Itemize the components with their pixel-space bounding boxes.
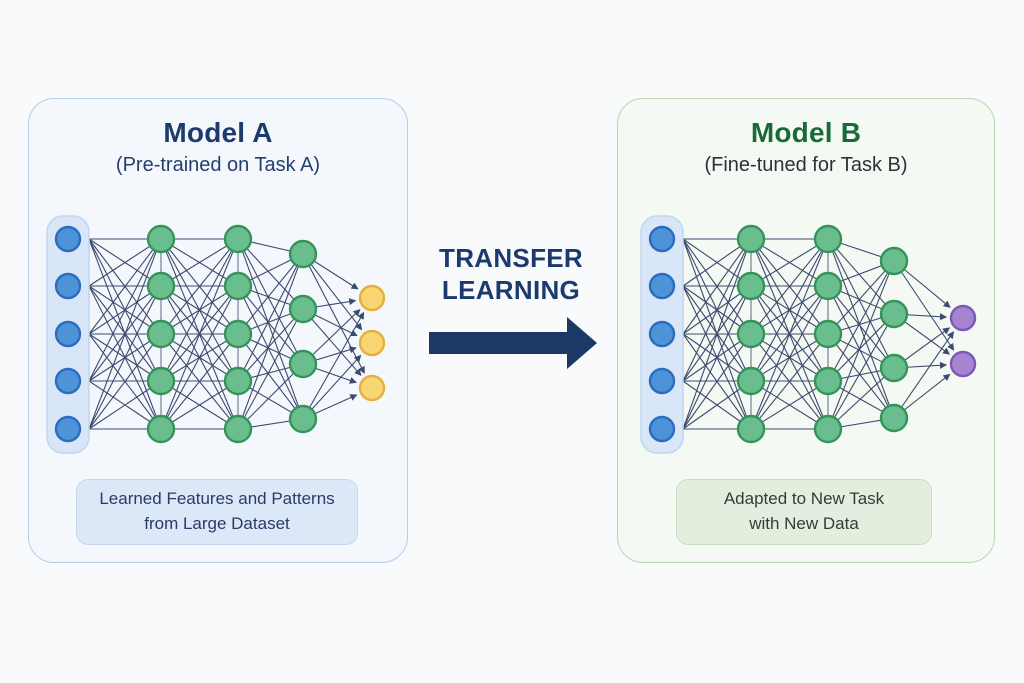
- model-b-title: Model B: [750, 117, 862, 148]
- model-b-neural-network: [640, 215, 977, 454]
- model-a-caption-box: Learned Features and Patterns from Large…: [76, 479, 358, 545]
- model-a-caption-line1: Learned Features and Patterns: [99, 489, 335, 509]
- transfer-learning-label-line1: TRANSFER: [439, 243, 583, 273]
- model-b-caption-line1: Adapted to New Task: [723, 489, 885, 509]
- transfer-learning-label: TRANSFER LEARNING: [420, 242, 602, 306]
- model-a-neural-network: [46, 215, 386, 454]
- model-b-panel: Model B (Fine-tuned for Task B) Adapted …: [617, 98, 995, 563]
- transfer-learning-label-line2: LEARNING: [441, 275, 581, 306]
- model-a-title: Model A: [163, 117, 273, 148]
- model-a-panel: Model A (Pre-trained on Task A) Learned …: [28, 98, 408, 563]
- model-a-subtitle: (Pre-trained on Task A): [115, 154, 321, 176]
- model-b-caption-box: Adapted to New Task with New Data: [676, 479, 932, 545]
- model-b-caption-line2: with New Data: [749, 514, 859, 533]
- transfer-arrow-icon: [429, 317, 597, 369]
- model-b-subtitle: (Fine-tuned for Task B): [704, 154, 908, 176]
- model-a-caption-line2: from Large Dataset: [144, 514, 290, 533]
